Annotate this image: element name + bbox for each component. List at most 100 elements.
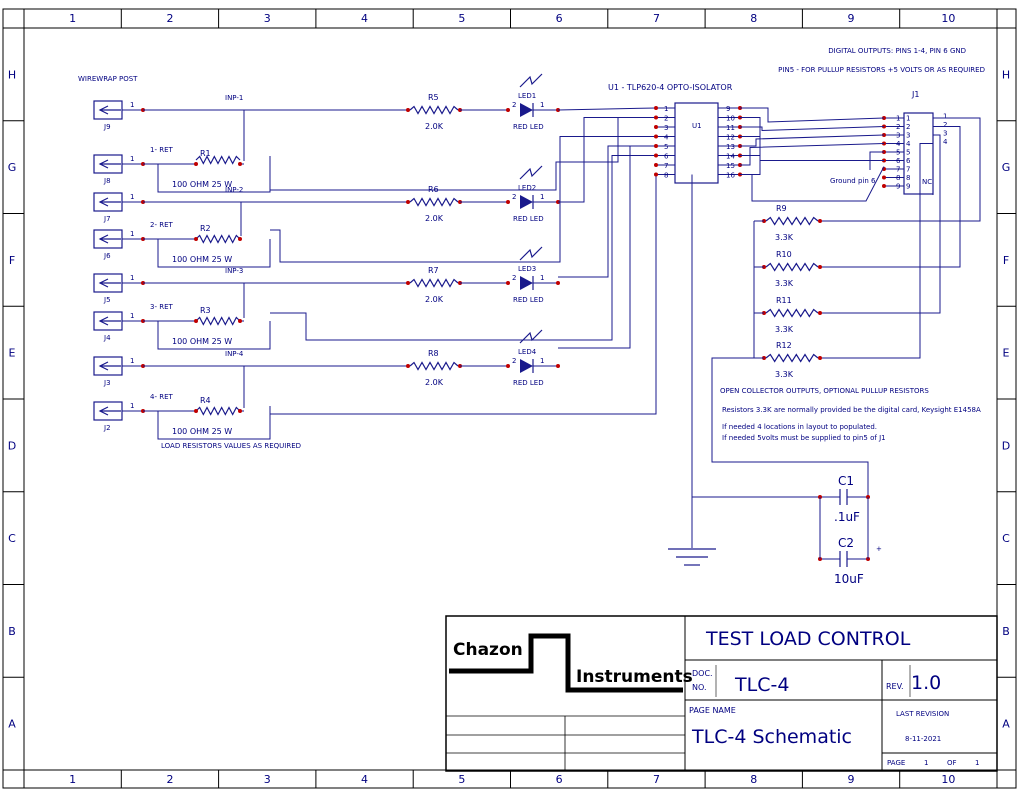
col-label-top: 5	[458, 12, 465, 25]
u1-pin-number: 9	[726, 105, 730, 113]
series-resistor-value: 2.0K	[425, 295, 444, 304]
pin-dot	[654, 125, 658, 129]
pin-dot	[556, 364, 560, 368]
row-label-right: A	[1002, 718, 1010, 731]
pin-dot	[882, 184, 886, 188]
load-resistor	[195, 234, 241, 244]
u1-ref: U1	[692, 122, 702, 130]
j1-pin-number: 9	[896, 183, 900, 191]
j1-pin-number: 2	[906, 123, 910, 131]
j1-nc: NC	[922, 178, 932, 186]
led-value: RED LED	[513, 215, 544, 223]
col-label-top: 2	[166, 12, 173, 25]
pin-dot	[818, 219, 822, 223]
pin-dot	[406, 364, 410, 368]
note-pin5: PIN5 - FOR PULLUP RESISTORS +5 VOLTS OR …	[778, 66, 985, 74]
rev-label: REV.	[886, 682, 904, 691]
led-pin-number: 2	[512, 193, 516, 201]
pin-dot	[238, 409, 242, 413]
u1-return-wire	[270, 155, 656, 341]
pin-dot	[406, 108, 410, 112]
led-body	[520, 195, 533, 209]
return-loop-wire	[157, 239, 271, 268]
output-wiring	[740, 107, 981, 359]
led-pin-number: 1	[540, 193, 544, 201]
connector-pin-number: 1	[130, 230, 134, 238]
u1-pin-number: 3	[664, 124, 668, 132]
input-net-label: INP-2	[225, 186, 243, 194]
col-label-bottom: 6	[556, 773, 563, 786]
j1-pin-number: 4	[906, 140, 911, 148]
pin-dot	[654, 144, 658, 148]
col-label-bottom: 7	[653, 773, 660, 786]
connector-pin-number: 1	[130, 193, 134, 201]
pullup-resistor	[765, 216, 819, 226]
connector-pin-number: 1	[130, 155, 134, 163]
title-text: TEST LOAD CONTROL	[705, 628, 911, 650]
j1-pin-number: 3	[896, 132, 900, 140]
u1-return-wire	[270, 136, 656, 263]
pin-dot	[506, 364, 510, 368]
page-count: 1	[975, 759, 979, 767]
doc-label-2: NO.	[692, 683, 707, 692]
load-resistor-ref: R2	[200, 224, 211, 233]
led-emission-arrow	[519, 165, 543, 180]
series-resistor	[409, 105, 459, 115]
row-label-right: B	[1002, 625, 1010, 638]
pullup-value: 3.3K	[775, 325, 794, 334]
u1-pin-number: 1	[664, 105, 668, 113]
last-revision-label: LAST REVISION	[896, 710, 949, 718]
return-ref: J8	[103, 177, 111, 185]
u1-input-wire	[558, 117, 656, 203]
emitter-wire	[740, 136, 884, 161]
pin-dot	[194, 237, 198, 241]
u1-pin-number: 2	[664, 115, 668, 123]
input-net-label: INP-1	[225, 94, 243, 102]
note-ground-pin6: Ground pin 6	[830, 177, 876, 185]
led-emission-arrow	[519, 329, 543, 344]
j1-pin-number: 1	[896, 115, 900, 123]
doc-label-1: DOC.	[692, 669, 713, 678]
led-pin-number: 2	[512, 357, 516, 365]
pullup-ref: R9	[776, 204, 787, 213]
cap-polarity-mark: +	[876, 545, 882, 553]
return-net-label: 4- RET	[150, 393, 173, 401]
col-label-bottom: 10	[941, 773, 955, 786]
note-resistors: Resistors 3.3K are normally provided be …	[722, 406, 981, 414]
led-pin-number: 1	[540, 274, 544, 282]
input-net-label: INP-3	[225, 267, 243, 275]
pin-dot	[882, 175, 886, 180]
col-label-bottom: 8	[750, 773, 757, 786]
load-resistor-ref: R4	[200, 396, 211, 405]
led-ref: LED1	[518, 92, 536, 100]
u1-pin-number: 15	[726, 162, 735, 170]
connector-pin-number: 1	[130, 312, 134, 320]
led-pin-number: 2	[512, 274, 516, 282]
cap-value: .1uF	[834, 510, 860, 524]
pin-dot	[818, 311, 822, 315]
u1-pin-number: 7	[664, 162, 668, 170]
frame-ticks	[3, 9, 1016, 788]
cap-value: 10uF	[834, 572, 864, 586]
pin-dot	[654, 106, 658, 110]
series-resistor-value: 2.0K	[425, 378, 444, 387]
post-ref: J5	[103, 296, 111, 304]
series-resistor-ref: R5	[428, 93, 439, 102]
pin-dot	[238, 237, 242, 241]
revision-date: 8-11-2021	[905, 735, 941, 743]
collector-wire	[740, 126, 885, 132]
note-open-collector: OPEN COLLECTOR OUTPUTS, OPTIONAL PULLUP …	[720, 387, 929, 395]
return-net-label: 3- RET	[150, 303, 173, 311]
col-label-top: 3	[264, 12, 271, 25]
led-emission-arrow	[519, 73, 543, 88]
pullup-resistor	[765, 308, 819, 318]
col-label-top: 6	[556, 12, 563, 25]
return-net-label: 2- RET	[150, 221, 173, 229]
series-resistor-ref: R8	[428, 349, 439, 358]
j1-output-wire	[822, 143, 933, 359]
return-ref: J6	[103, 252, 111, 260]
led-body	[520, 359, 533, 373]
cap-ref: C2	[838, 536, 854, 550]
col-label-top: 10	[941, 12, 955, 25]
